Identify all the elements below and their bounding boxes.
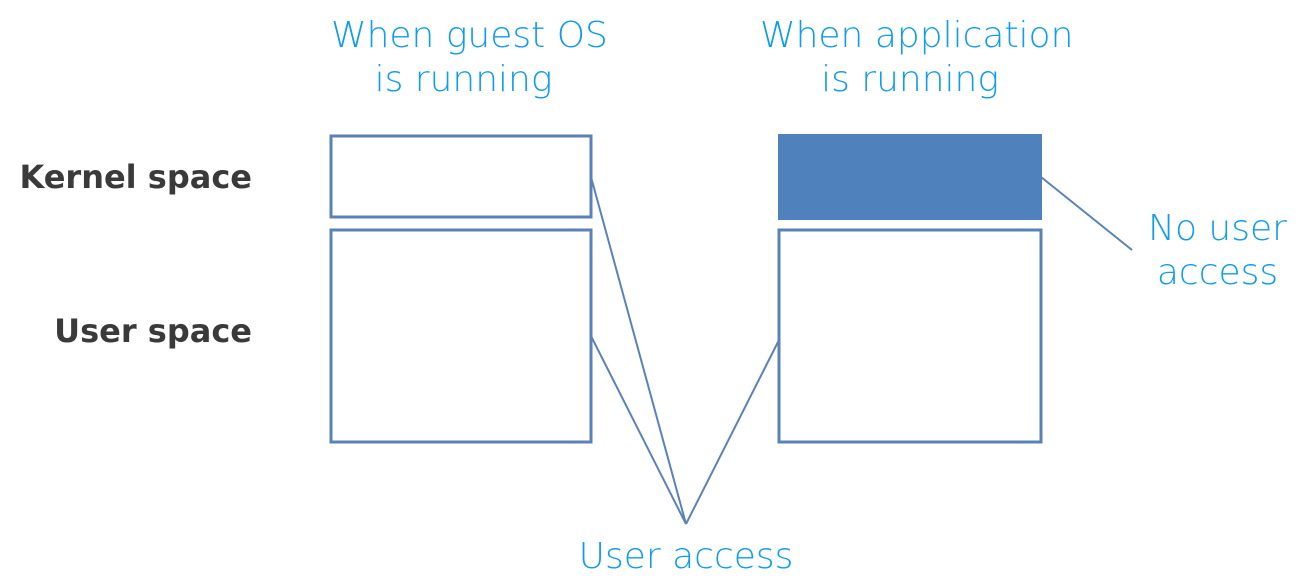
guest-os-user-box xyxy=(329,228,593,444)
no-user-access-line1: No user xyxy=(1148,208,1287,249)
no-user-access-line2: access xyxy=(1156,252,1279,293)
no-user-access-label: No user access xyxy=(1130,207,1305,295)
user-access-label: User access xyxy=(578,536,794,577)
kernel-space-label: Kernel space xyxy=(19,158,252,196)
user-space-label: User space xyxy=(54,312,252,350)
application-title-line1: When application xyxy=(760,15,1074,56)
application-user-box xyxy=(777,228,1043,444)
connector-app-kernel-to-no-access xyxy=(1040,176,1133,251)
connector-app-user-to-user-access xyxy=(685,339,780,525)
application-kernel-box-restricted xyxy=(778,134,1042,220)
guest-os-title-line2: is running xyxy=(374,59,553,100)
guest-os-kernel-box xyxy=(329,134,593,219)
connector-guest-kernel-to-user-access xyxy=(590,176,687,525)
application-title-line2: is running xyxy=(821,59,999,100)
guest-os-title-line1: When guest OS xyxy=(331,15,608,56)
application-column-title: When application is running xyxy=(760,14,1074,102)
connector-guest-user-to-user-access xyxy=(590,335,687,525)
guest-os-column-title: When guest OS is running xyxy=(331,14,608,102)
